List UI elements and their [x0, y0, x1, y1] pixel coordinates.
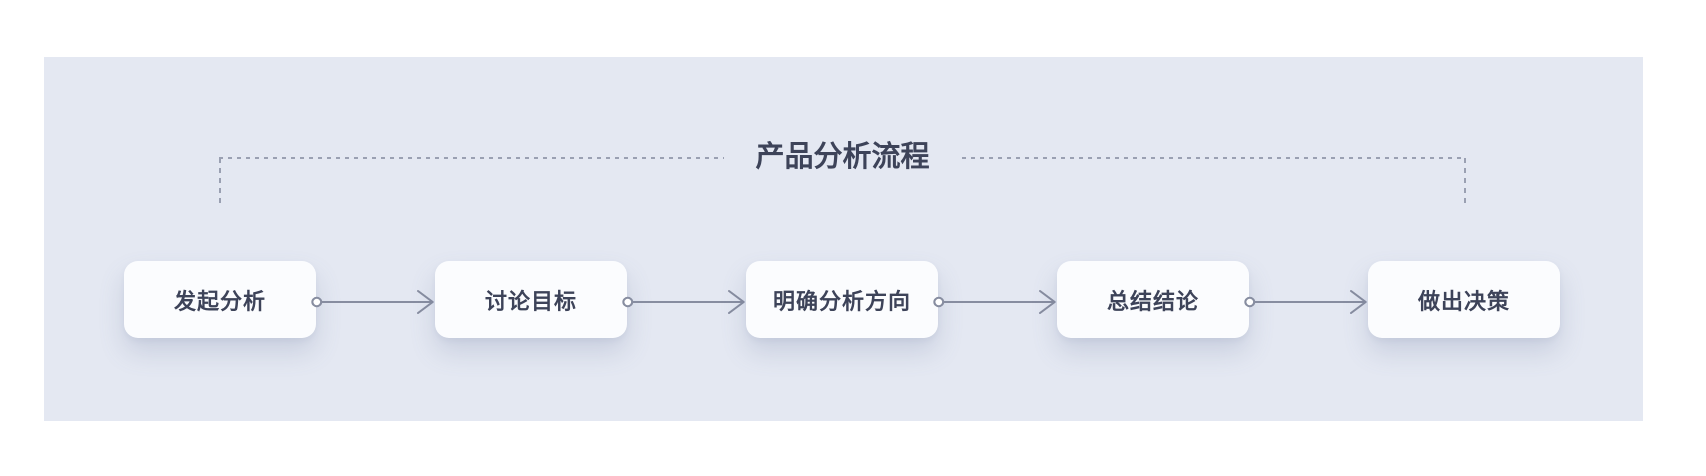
- connector-arrow-icon: [311, 288, 439, 316]
- connector-arrow-icon: [622, 288, 750, 316]
- connector-arrow-icon: [1244, 288, 1372, 316]
- flow-node-initiate-analysis: 发起分析: [124, 261, 316, 338]
- node-label: 总结结论: [1106, 288, 1199, 314]
- bracket-left-stub: [219, 158, 221, 206]
- bracket-left-dashed-line: [219, 157, 724, 159]
- node-label: 明确分析方向: [772, 288, 911, 314]
- node-label: 讨论目标: [484, 288, 577, 314]
- node-label: 发起分析: [173, 288, 266, 314]
- title-bracket: 产品分析流程: [219, 142, 1467, 206]
- flow-node-discuss-goals: 讨论目标: [435, 261, 627, 338]
- flow-node-clarify-direction: 明确分析方向: [746, 261, 938, 338]
- flow-row: 发起分析 讨论目标 明确分析方向: [124, 261, 1560, 338]
- diagram-title: 产品分析流程: [755, 140, 930, 173]
- bracket-right-stub: [1464, 158, 1466, 206]
- node-label: 做出决策: [1417, 288, 1510, 314]
- flow-diagram-panel: 产品分析流程 发起分析 讨论目标 明确分析方向: [44, 57, 1643, 421]
- flow-node-summarize-conclusions: 总结结论: [1057, 261, 1249, 338]
- bracket-right-dashed-line: [961, 157, 1467, 159]
- flow-node-make-decision: 做出决策: [1368, 261, 1560, 338]
- connector-arrow-icon: [933, 288, 1061, 316]
